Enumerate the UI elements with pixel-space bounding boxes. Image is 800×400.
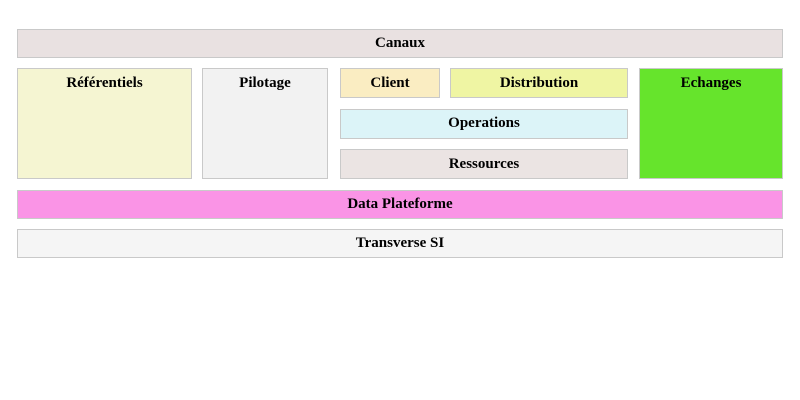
distribution-block: Distribution — [450, 68, 628, 98]
referentiels-label: Référentiels — [66, 75, 143, 91]
operations-block: Operations — [340, 108, 628, 139]
canaux-label: Canaux — [374, 35, 426, 51]
client-distribution-row: Client Distribution — [340, 68, 628, 98]
pilotage-label: Pilotage — [239, 75, 291, 91]
architecture-diagram: Canaux Référentiels Pilotage Client Dist… — [17, 29, 783, 258]
operations-label: Operations — [448, 115, 520, 131]
data-plateforme-block: Data Plateforme — [17, 190, 783, 219]
echanges-block: Echanges — [639, 68, 783, 179]
referentiels-block: Référentiels — [17, 68, 192, 179]
ressources-block: Ressources — [340, 149, 628, 179]
transverse-si-block: Transverse SI — [17, 229, 783, 258]
echanges-label: Echanges — [680, 75, 742, 91]
canaux-block: Canaux — [17, 29, 783, 58]
pilotage-block: Pilotage — [202, 68, 328, 179]
ressources-label: Ressources — [448, 155, 520, 172]
client-label: Client — [370, 74, 410, 91]
middle-row: Référentiels Pilotage Client Distributio… — [17, 68, 783, 179]
transverse-si-label: Transverse SI — [355, 235, 445, 251]
core-column: Client Distribution Operations Ressource… — [340, 68, 628, 179]
data-plateforme-label: Data Plateforme — [347, 196, 453, 212]
client-block: Client — [340, 68, 440, 98]
distribution-label: Distribution — [499, 74, 579, 91]
